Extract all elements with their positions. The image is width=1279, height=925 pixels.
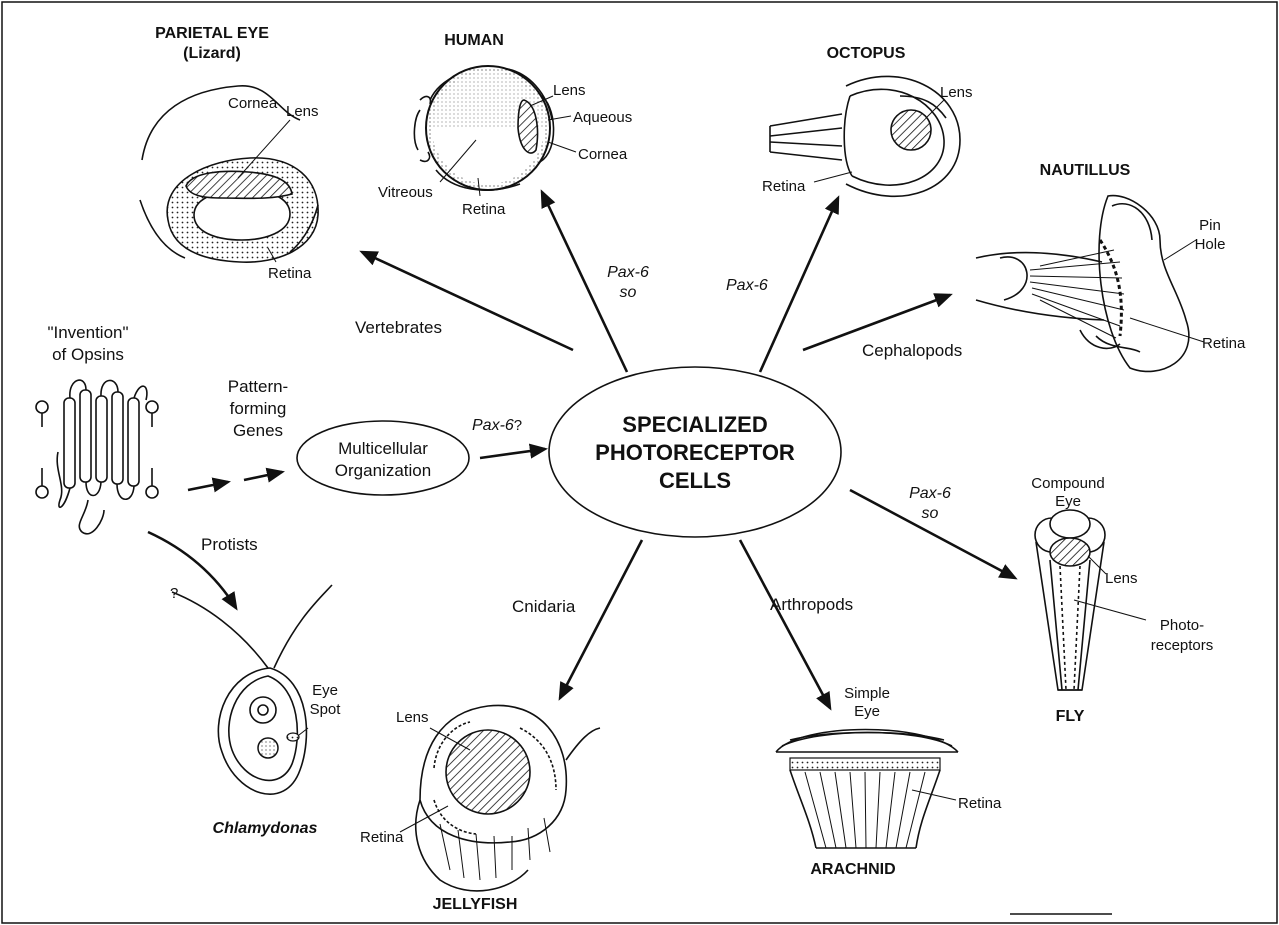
- octopus-retina-label: Retina: [762, 178, 806, 195]
- jellyfish-lens-label: Lens: [396, 709, 429, 726]
- arachnid-retina-label: Retina: [958, 795, 1002, 812]
- so-human-label: so: [620, 284, 637, 301]
- human-eye-illustration: [414, 66, 553, 190]
- octopus-title: OCTOPUS: [827, 45, 906, 62]
- arrow-arthropods: [740, 540, 830, 708]
- cnidaria-label: Cnidaria: [512, 597, 576, 616]
- opsin-protein-icon: [36, 380, 158, 534]
- patterning-label-3: Genes: [233, 421, 283, 440]
- center-label-1: SPECIALIZED: [622, 412, 767, 437]
- nautilus-title: NAUTILLUS: [1040, 162, 1131, 179]
- arthropods-label: Arthropods: [770, 595, 853, 614]
- pax6-fly-label: Pax-6: [909, 485, 951, 502]
- arrow-fly: [850, 490, 1015, 578]
- multicellular-node: Multicellular Organization: [297, 421, 469, 495]
- arachnid-eye-illustration: [776, 730, 958, 849]
- center-label-3: CELLS: [659, 468, 731, 493]
- jellyfish-title: JELLYFISH: [433, 896, 518, 913]
- fly-lens-leader: [1088, 556, 1106, 574]
- chlamydomonas-title: Chlamydonas: [213, 820, 318, 837]
- human-aqueous-label: Aqueous: [573, 109, 632, 126]
- vertebrates-label: Vertebrates: [355, 318, 442, 337]
- parietal-title-2: (Lizard): [183, 45, 241, 62]
- human-title: HUMAN: [444, 32, 504, 49]
- patterning-label-2: forming: [230, 399, 287, 418]
- octopus-lens-label: Lens: [940, 84, 973, 101]
- multicellular-ellipse: [297, 421, 469, 495]
- arrow-opsins-to-multicellular: [188, 472, 282, 490]
- human-vitreous-label: Vitreous: [378, 184, 433, 201]
- pax6-question-label: Pax-6?: [472, 417, 522, 434]
- patterning-label-1: Pattern-: [228, 377, 288, 396]
- arachnid-simple-label-2: Eye: [854, 703, 880, 720]
- nautilus-pinhole-label-1: Pin: [1199, 217, 1221, 234]
- center-label-2: PHOTORECEPTOR: [595, 440, 795, 465]
- pax6-human-label: Pax-6: [607, 264, 649, 281]
- human-cornea-label: Cornea: [578, 146, 628, 163]
- human-cornea-leader: [548, 142, 576, 152]
- fly-compound-label-2: Eye: [1055, 493, 1081, 510]
- human-lens-label: Lens: [553, 82, 586, 99]
- fly-photoreceptors-label-2: receptors: [1151, 637, 1214, 654]
- nautilus-pinhole-leader: [1164, 240, 1196, 260]
- so-fly-label: so: [922, 505, 939, 522]
- cephalopods-label: Cephalopods: [862, 341, 962, 360]
- center-node: SPECIALIZED PHOTORECEPTOR CELLS: [549, 367, 841, 537]
- chlamydomonas-illustration: [172, 585, 332, 794]
- eyespot-label-2: Spot: [310, 701, 342, 718]
- parietal-retina-label: Retina: [268, 265, 312, 282]
- opsins-group: "Invention" of Opsins: [36, 323, 158, 534]
- pax6-octopus-label: Pax-6: [726, 277, 768, 294]
- human-retina-label: Retina: [462, 201, 506, 218]
- protists-label: Protists: [201, 535, 258, 554]
- fly-lens-label: Lens: [1105, 570, 1138, 587]
- nautilus-retina-leader: [1130, 318, 1204, 342]
- opsins-label-1: "Invention": [47, 323, 128, 342]
- octopus-retina-leader: [814, 172, 852, 182]
- multicellular-label-2: Organization: [335, 461, 431, 480]
- opsins-label-2: of Opsins: [52, 345, 124, 364]
- nautilus-retina-label: Retina: [1202, 335, 1246, 352]
- arrow-cnidaria: [560, 540, 642, 698]
- eyespot-icon: [287, 733, 299, 741]
- fly-compound-label-1: Compound: [1031, 475, 1104, 492]
- multicellular-label-1: Multicellular: [338, 439, 428, 458]
- arrow-octopus: [760, 198, 838, 372]
- arachnid-simple-label-1: Simple: [844, 685, 890, 702]
- parietal-title-1: PARIETAL EYE: [155, 25, 269, 42]
- nautilus-eye-illustration: [976, 196, 1189, 372]
- arrow-human: [542, 192, 627, 372]
- parietal-lens-label: Lens: [286, 103, 319, 120]
- arrow-multicellular-to-center: [480, 449, 545, 458]
- parietal-cornea-label: Cornea: [228, 95, 278, 112]
- arachnid-title: ARACHNID: [810, 861, 895, 878]
- fly-title: FLY: [1056, 708, 1085, 725]
- fly-photoreceptors-label-1: Photo-: [1160, 617, 1204, 634]
- eyespot-label-1: Eye: [312, 682, 338, 699]
- jellyfish-retina-label: Retina: [360, 829, 404, 846]
- fly-eye-illustration: [1035, 510, 1105, 690]
- jellyfish-eye-illustration: [416, 705, 600, 890]
- nautilus-pinhole-label-2: Hole: [1195, 236, 1226, 253]
